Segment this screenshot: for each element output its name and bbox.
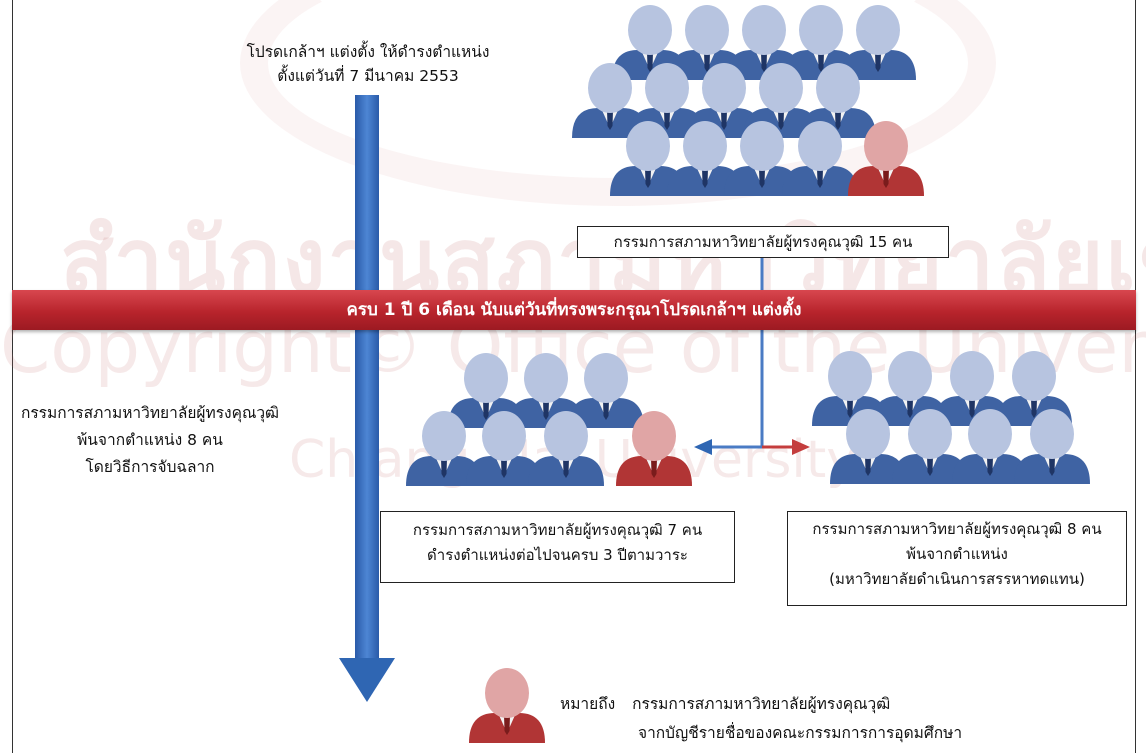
person-blue-icon <box>840 5 916 80</box>
person-blue-icon <box>1014 409 1090 484</box>
person-blue-icon <box>724 121 800 196</box>
group-8-line1: กรรมการสภามหาวิทยาลัยผู้ทรงคุณวุฒิ 8 คน <box>812 520 1102 538</box>
legend-line2: จากบัญชีรายชื่อของคณะกรรมการการอุดมศึกษา <box>638 724 963 743</box>
person-red-icon <box>469 668 545 743</box>
group-7-label: กรรมการสภามหาวิทยาลัยผู้ทรงคุณวุฒิ 7 คน … <box>380 511 735 583</box>
left-note-line2: พ้นจากตำแหน่ง 8 คน <box>77 431 223 450</box>
group-8-line2: พ้นจากตำแหน่ง <box>906 544 1008 563</box>
group-7-people <box>406 353 692 486</box>
left-note-line3: โดยวิธีการจับฉลาก <box>85 458 215 477</box>
top-note-line1: โปรดเกล้าฯ แต่งตั้ง ให้ดำรงตำแหน่ง <box>246 43 490 61</box>
group-15-label: กรรมการสภามหาวิทยาลัยผู้ทรงคุณวุฒิ 15 คน <box>577 226 949 258</box>
group-15-label-text: กรรมการสภามหาวิทยาลัยผู้ทรงคุณวุฒิ 15 คน <box>613 233 913 251</box>
top-note: โปรดเกล้าฯ แต่งตั้ง ให้ดำรงตำแหน่ง ตั้งแ… <box>218 40 518 88</box>
group-7-line2: ดำรงตำแหน่งต่อไปจนครบ 3 ปีตามวาระ <box>427 545 688 564</box>
legend-person-icon <box>469 668 545 743</box>
group-15-people <box>572 5 924 196</box>
split-connector <box>694 252 810 455</box>
person-blue-icon <box>892 409 968 484</box>
person-blue-icon <box>568 353 644 428</box>
group-8-label: กรรมการสภามหาวิทยาลัยผู้ทรงคุณวุฒิ 8 คน … <box>787 511 1127 606</box>
person-blue-icon <box>952 409 1028 484</box>
arrow-right-red-icon <box>792 439 810 455</box>
person-blue-icon <box>528 411 604 486</box>
arrow-left-blue-icon <box>694 439 712 455</box>
timeline-banner: ครบ 1 ปี 6 เดือน นับแต่วันที่ทรงพระกรุณา… <box>12 290 1136 330</box>
diagram-frame <box>12 0 1136 753</box>
timeline-arrow <box>339 95 395 702</box>
person-blue-icon <box>830 409 906 484</box>
legend-text: หมายถึง กรรมการสภามหาวิทยาลัยผู้ทรงคุณวุ… <box>560 690 962 749</box>
legend-meaning: หมายถึง <box>560 695 616 713</box>
legend-desc1: กรรมการสภามหาวิทยาลัยผู้ทรงคุณวุฒิ <box>632 695 891 713</box>
person-blue-icon <box>782 121 858 196</box>
legend-line1: หมายถึง กรรมการสภามหาวิทยาลัยผู้ทรงคุณวุ… <box>560 690 962 719</box>
group-8-people <box>812 351 1090 484</box>
group-8-line3: (มหาวิทยาลัยดำเนินการสรรหาทดแทน) <box>829 569 1085 588</box>
person-blue-icon <box>667 121 743 196</box>
person-blue-icon <box>610 121 686 196</box>
person-blue-icon <box>406 411 482 486</box>
person-red-icon <box>848 121 924 196</box>
left-note: กรรมการสภามหาวิทยาลัยผู้ทรงคุณวุฒิ พ้นจา… <box>0 400 300 481</box>
person-blue-icon <box>572 63 648 138</box>
group-7-line1: กรรมการสภามหาวิทยาลัยผู้ทรงคุณวุฒิ 7 คน <box>412 521 703 539</box>
top-note-line2: ตั้งแต่วันที่ 7 มีนาคม 2553 <box>277 67 459 86</box>
person-red-icon <box>616 411 692 486</box>
left-note-line1: กรรมการสภามหาวิทยาลัยผู้ทรงคุณวุฒิ <box>20 404 280 422</box>
person-blue-icon <box>466 411 542 486</box>
person-blue-icon <box>686 63 762 138</box>
